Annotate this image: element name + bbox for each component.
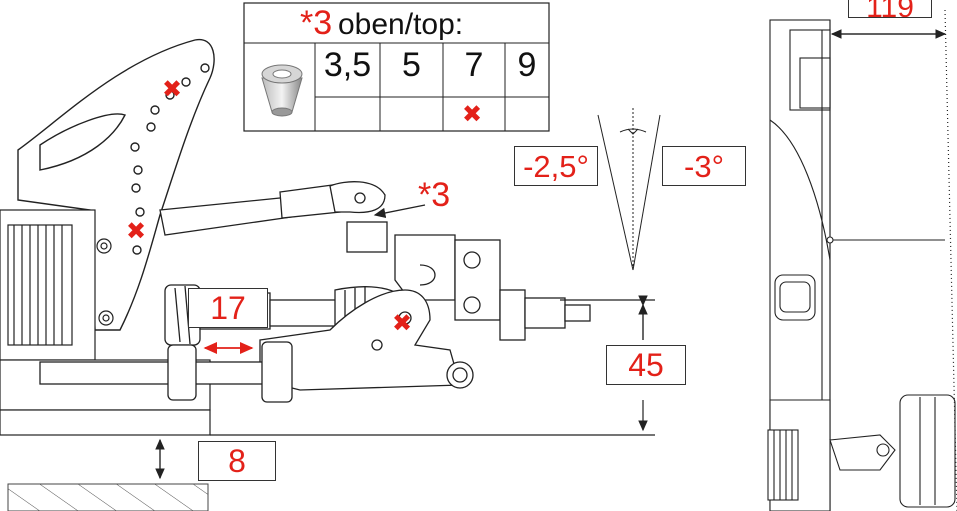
cross-mark-icon: ✖ — [126, 217, 147, 245]
chassis-top-view — [767, 19, 956, 511]
motor-block — [0, 209, 211, 436]
table-value-cell: 5 — [402, 46, 421, 84]
marker-label: *3 — [418, 176, 451, 214]
angle-right-value: -3° — [684, 148, 724, 184]
table-marker: *3 — [300, 4, 333, 42]
hub-carrier — [346, 221, 591, 341]
ground-surface — [7, 483, 209, 511]
clearance-box: 8 — [198, 441, 276, 481]
track-box: 119 — [848, 0, 932, 18]
height-box: 45 — [606, 345, 686, 385]
cross-mark-icon: ✖ — [462, 100, 483, 128]
table-value-cell: 9 — [517, 46, 537, 84]
shock-tower — [17, 38, 215, 331]
marker-pointer — [373, 204, 426, 219]
camber-link — [159, 181, 386, 236]
track-dimension — [830, 9, 957, 511]
height-dimension — [210, 295, 655, 436]
angle-box-left: -2,5° — [514, 146, 598, 186]
height-value: 45 — [628, 347, 664, 383]
cross-mark-icon: ✖ — [162, 75, 183, 103]
spacer-bushing-icon — [261, 64, 303, 117]
angle-box-right: -3° — [662, 146, 746, 186]
lower-arm — [39, 289, 474, 403]
clearance-value: 8 — [228, 443, 246, 479]
shaft-length-value: 17 — [210, 290, 246, 326]
angle-left-value: -2,5° — [523, 148, 589, 184]
table-value-cell: 7 — [464, 46, 484, 84]
camber-wedge — [597, 108, 661, 271]
table-value-cell: 3,5 — [323, 46, 372, 84]
shaft-length-box: 17 — [188, 288, 268, 328]
spacer-table — [243, 2, 550, 132]
track-value: 119 — [866, 0, 914, 18]
cross-mark-icon: ✖ — [392, 309, 413, 337]
table-header: oben/top: — [338, 8, 464, 41]
